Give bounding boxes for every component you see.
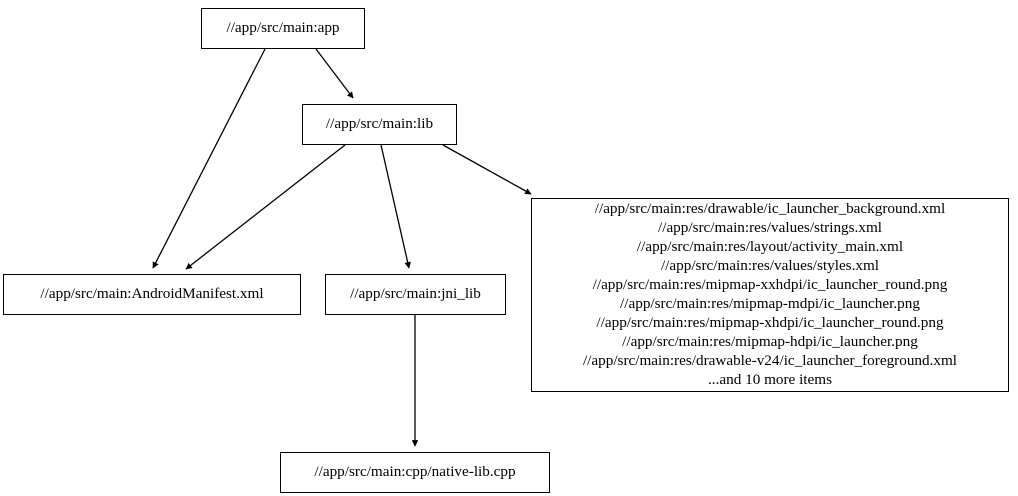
graph-node-app[interactable]: //app/src/main:app <box>201 8 365 49</box>
graph-node-res-bundle[interactable]: //app/src/main:res/drawable/ic_launcher_… <box>531 198 1009 392</box>
graph-node-native-lib-cpp-label: //app/src/main:cpp/native-lib.cpp <box>314 463 516 481</box>
edge-lib-to-res <box>442 144 532 195</box>
graph-node-android-manifest-label: //app/src/main:AndroidManifest.xml <box>40 285 264 303</box>
graph-node-app-label: //app/src/main:app <box>226 19 340 37</box>
graph-node-res-bundle-label: //app/src/main:res/drawable/ic_launcher_… <box>582 200 958 388</box>
edge-app-to-lib <box>315 48 354 99</box>
edge-lib-to-manifest <box>185 144 346 270</box>
edge-lib-to-jni-lib <box>380 144 411 269</box>
graph-node-native-lib-cpp[interactable]: //app/src/main:cpp/native-lib.cpp <box>280 452 550 493</box>
graph-node-android-manifest[interactable]: //app/src/main:AndroidManifest.xml <box>3 274 301 315</box>
graph-node-lib[interactable]: //app/src/main:lib <box>302 104 457 145</box>
edge-app-to-manifest <box>152 48 266 269</box>
graph-node-lib-label: //app/src/main:lib <box>325 115 434 133</box>
graph-node-jni-lib[interactable]: //app/src/main:jni_lib <box>325 274 506 315</box>
graph-node-jni-lib-label: //app/src/main:jni_lib <box>350 285 481 303</box>
